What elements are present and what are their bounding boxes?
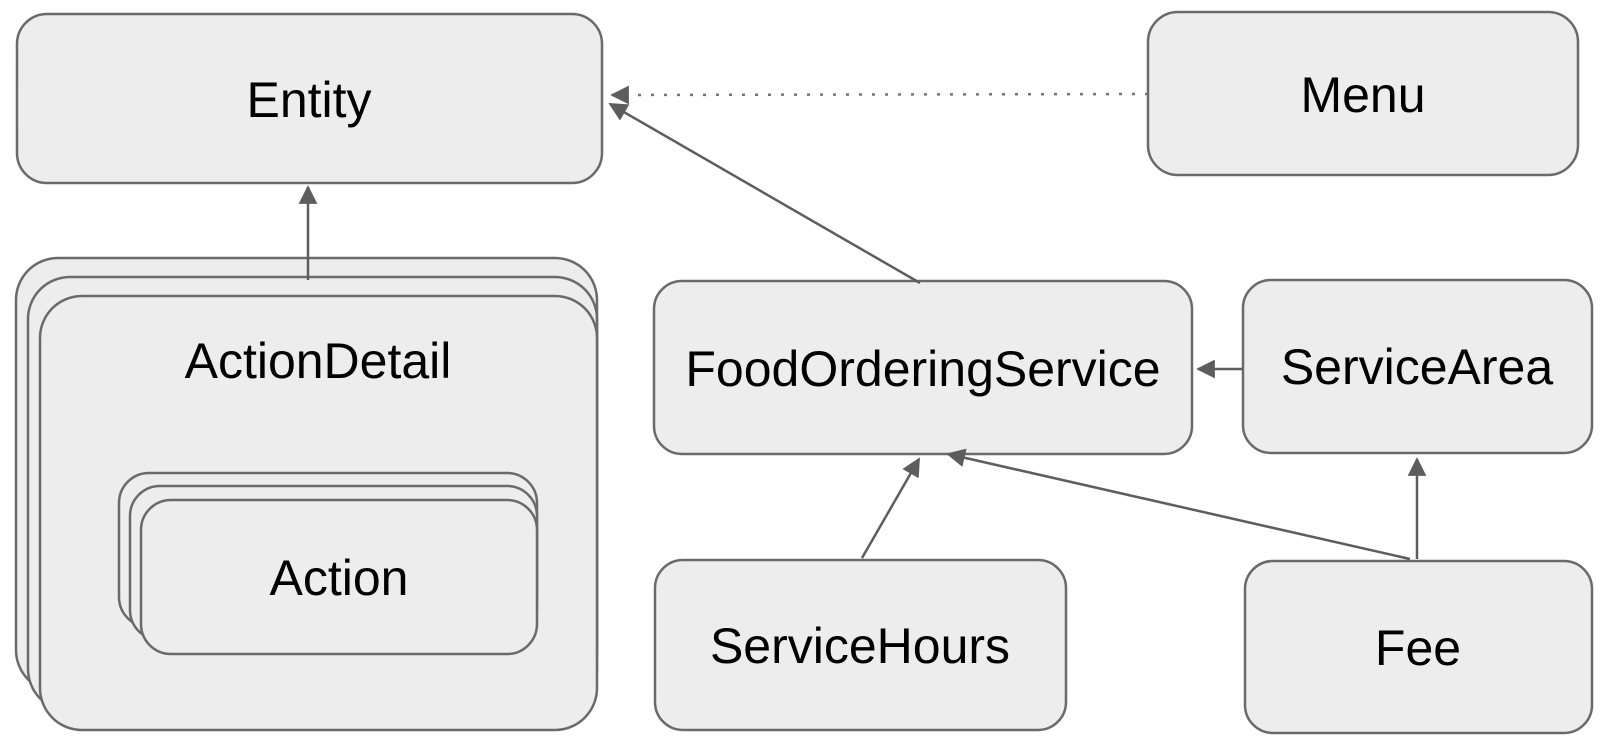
edge-menu-to-entity[interactable] xyxy=(610,85,1149,105)
food-ordering-service-label: FoodOrderingService xyxy=(685,341,1160,397)
menu-label: Menu xyxy=(1300,67,1425,123)
service-area-label: ServiceArea xyxy=(1281,339,1554,395)
food-ordering-service-box xyxy=(652,279,1194,456)
node-food-ordering-service[interactable]: FoodOrderingService xyxy=(652,279,1194,456)
node-action[interactable]: Action xyxy=(117,471,539,656)
node-service-area[interactable]: ServiceArea xyxy=(1241,278,1594,455)
fee-box xyxy=(1243,559,1594,735)
node-entity[interactable]: Entity xyxy=(15,12,604,185)
action-detail-label: ActionDetail xyxy=(185,333,452,389)
service-hours-label: ServiceHours xyxy=(710,618,1010,674)
edge-service-hours-to-food-ordering-service[interactable] xyxy=(860,457,921,559)
entity-box xyxy=(15,12,604,185)
fee-label: Fee xyxy=(1375,620,1461,676)
edge-fee-to-food-ordering-service[interactable] xyxy=(946,448,1411,561)
edge-food-ordering-service-to-entity[interactable] xyxy=(608,102,921,285)
service-hours-box xyxy=(653,558,1068,732)
node-menu[interactable]: Menu xyxy=(1146,10,1580,177)
action-label: Action xyxy=(270,550,409,606)
service-area-box xyxy=(1241,278,1594,455)
action-stack-layer-front xyxy=(139,498,539,656)
menu-box xyxy=(1146,10,1580,177)
node-service-hours[interactable]: ServiceHours xyxy=(653,558,1068,732)
node-fee[interactable]: Fee xyxy=(1243,559,1594,735)
entity-label: Entity xyxy=(246,72,371,128)
